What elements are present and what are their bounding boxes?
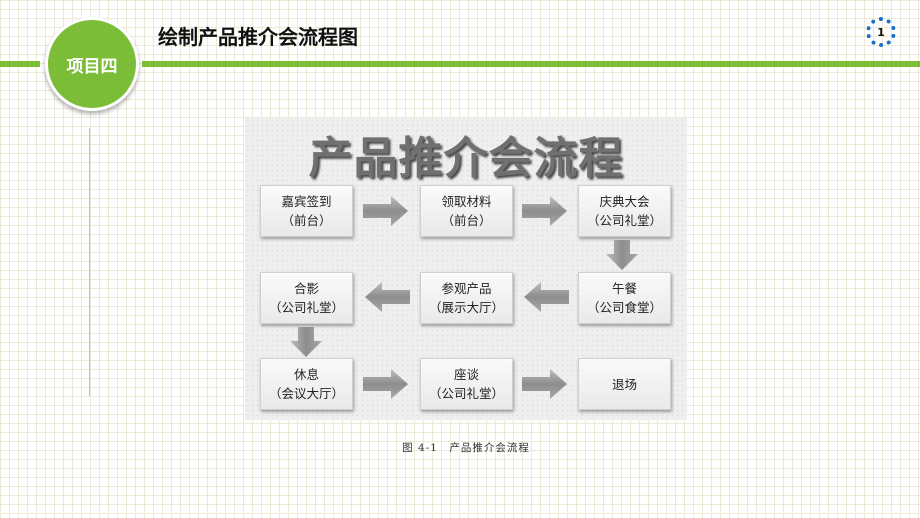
arrow-down-icon [290, 327, 322, 357]
step-place: （公司食堂） [586, 300, 662, 315]
flow-step: 休息 （会议大厅） [260, 358, 353, 410]
arrow-left-icon [365, 282, 410, 312]
step-name: 嘉宾签到 [281, 194, 332, 209]
page-number-label: 1 [877, 25, 885, 39]
side-divider [89, 128, 90, 396]
arrow-down-icon [606, 240, 638, 270]
flow-step: 领取材料 （前台） [420, 185, 513, 237]
flow-step: 合影 （公司礼堂） [260, 272, 353, 324]
step-place: （展示大厅） [428, 300, 504, 315]
flow-step: 退场 [578, 358, 671, 410]
step-place: （公司礼堂） [586, 213, 662, 228]
step-name: 领取材料 [441, 194, 492, 209]
step-place: （前台） [281, 213, 332, 228]
step-name: 庆典大会 [599, 194, 650, 209]
arrow-right-icon [522, 369, 567, 399]
step-place: （公司礼堂） [268, 300, 344, 315]
header-rule-right [142, 61, 920, 67]
arrow-right-icon [522, 196, 567, 226]
step-place: （会议大厅） [268, 386, 344, 401]
flowchart-title: 产品推介会流程 [308, 133, 624, 184]
flow-step: 嘉宾签到 （前台） [260, 185, 353, 237]
flow-step: 座谈 （公司礼堂） [420, 358, 513, 410]
step-place: （前台） [441, 213, 492, 228]
figure-caption: 图 4-1 产品推介会流程 [402, 442, 530, 454]
header-rule-left [0, 61, 40, 67]
arrow-right-icon [363, 196, 408, 226]
arrow-left-icon [524, 282, 569, 312]
flow-step: 午餐 （公司食堂） [578, 272, 671, 324]
step-name: 座谈 [453, 367, 479, 382]
step-name: 休息 [293, 367, 319, 382]
step-place: （公司礼堂） [428, 386, 504, 401]
page-title: 绘制产品推介会流程图 [158, 25, 358, 49]
step-name: 合影 [293, 281, 319, 296]
arrow-right-icon [363, 369, 408, 399]
page-number: 1 [866, 17, 896, 47]
flow-step: 庆典大会 （公司礼堂） [578, 185, 671, 237]
badge-label: 项目四 [66, 56, 118, 77]
step-name: 退场 [611, 376, 637, 392]
step-name: 参观产品 [441, 281, 492, 296]
project-badge: 项目四 [45, 17, 139, 111]
step-name: 午餐 [611, 281, 637, 296]
flow-step: 参观产品 （展示大厅） [420, 272, 513, 324]
